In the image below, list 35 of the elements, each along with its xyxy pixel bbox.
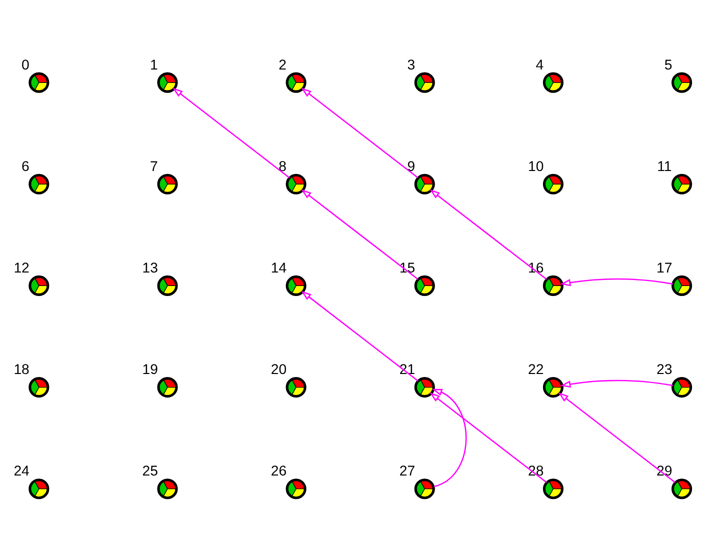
arrow xyxy=(430,189,547,280)
node-label: 11 xyxy=(657,158,672,174)
node-label: 4 xyxy=(536,56,544,72)
arrow xyxy=(301,290,418,382)
node-label: 6 xyxy=(22,158,30,174)
node-label: 8 xyxy=(278,158,286,174)
arrow xyxy=(301,189,418,280)
arrow xyxy=(560,380,674,388)
arrow xyxy=(172,88,290,178)
node-label: 20 xyxy=(270,361,287,378)
node-label: 3 xyxy=(407,56,416,72)
arrow xyxy=(301,88,418,178)
node-label: 9 xyxy=(407,158,416,174)
arrow xyxy=(432,388,467,488)
arrow xyxy=(430,392,547,483)
node-label: 18 xyxy=(14,361,30,378)
node-label: 0 xyxy=(22,56,30,72)
node-label: 10 xyxy=(528,158,544,174)
node-label: 14 xyxy=(270,260,287,276)
node-label: 13 xyxy=(142,260,158,276)
arrow xyxy=(560,278,674,286)
node-label: 25 xyxy=(142,462,158,479)
node-label: 7 xyxy=(150,158,158,174)
node-label: 27 xyxy=(399,462,416,479)
node-label: 17 xyxy=(656,260,672,276)
arrow xyxy=(558,392,676,483)
node-label: 1 xyxy=(150,56,158,72)
node-label: 2 xyxy=(278,56,286,72)
node-label: 24 xyxy=(14,462,30,479)
node-label: 22 xyxy=(528,361,544,378)
node-label: 12 xyxy=(14,260,30,276)
node-label: 26 xyxy=(270,462,287,479)
node-label: 23 xyxy=(656,361,672,378)
node-label: 5 xyxy=(664,56,672,72)
node-label: 19 xyxy=(142,361,158,378)
